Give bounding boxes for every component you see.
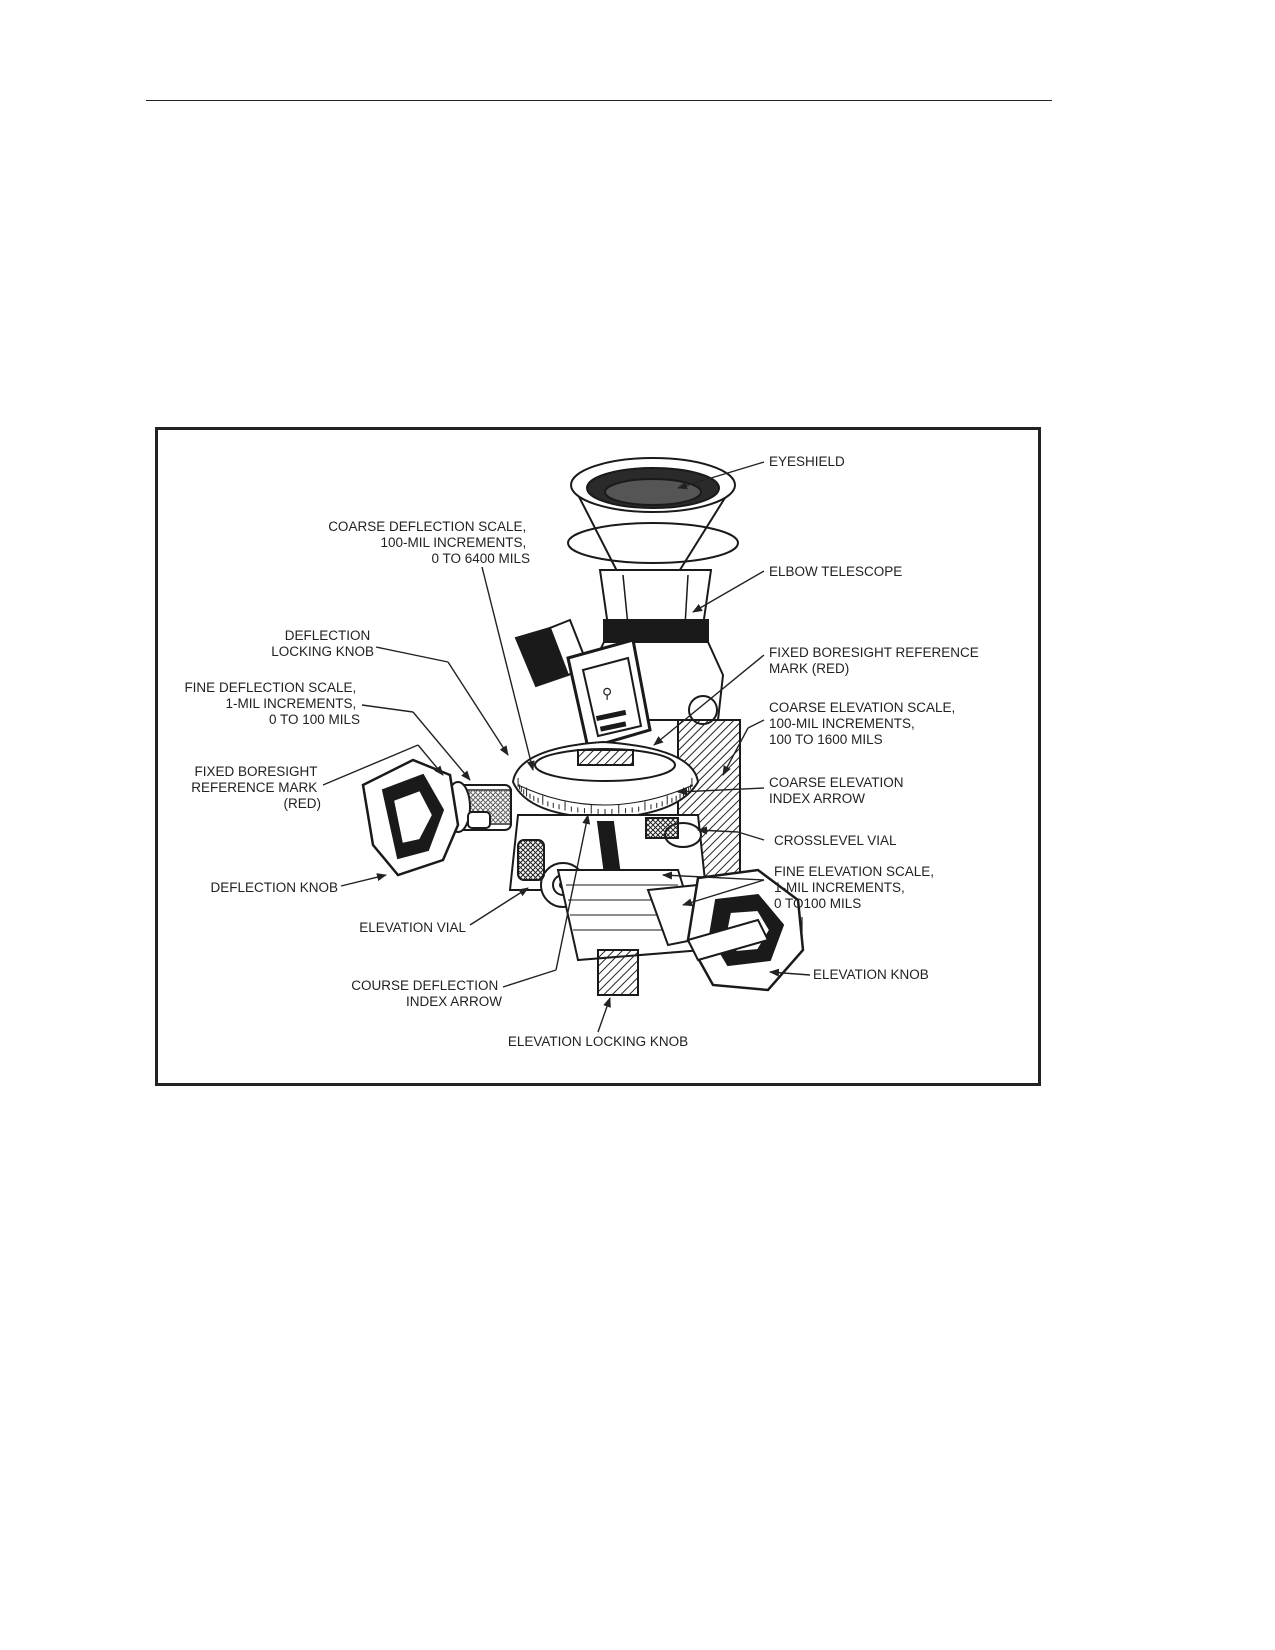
label-fixed-boresight-right: FIXED BORESIGHT REFERENCE MARK (RED) (769, 645, 983, 676)
leader-deflection-locking-knob-b (447, 661, 509, 756)
leader-elevation-locking-knob (597, 997, 611, 1033)
label-fine-deflection-scale: FINE DEFLECTION SCALE, 1-MIL INCREMENTS,… (184, 680, 360, 727)
leader-fixed-boresight-left-a (322, 744, 419, 786)
leader-fine-deflection-scale-a (361, 704, 414, 713)
leader-course-deflection-index-arrow-a (502, 969, 557, 988)
leader-coarse-deflection-scale (481, 566, 535, 771)
leader-deflection-locking-knob-a (375, 646, 449, 663)
svg-text:⚲: ⚲ (602, 685, 612, 701)
leader-fine-elevation-scale-b (682, 879, 765, 907)
label-elevation-knob: ELEVATION KNOB (813, 967, 929, 982)
sight-unit-diagram: ⚲ (184, 454, 983, 1049)
leader-fixed-boresight-right (653, 654, 765, 746)
callout-labels: EYESHIELD ELBOW TELESCOPE COARSE DEFLECT… (184, 454, 983, 1049)
label-elbow-telescope: ELBOW TELESCOPE (769, 564, 902, 579)
leader-fixed-boresight-left-b (417, 744, 444, 776)
label-eyeshield: EYESHIELD (769, 454, 845, 469)
leader-coarse-elevation-scale-a (747, 719, 765, 729)
label-elevation-locking-knob: ELEVATION LOCKING KNOB (508, 1034, 688, 1049)
label-fixed-boresight-left: FIXED BORESIGHT REFERENCE MARK (RED) (191, 764, 321, 811)
leader-coarse-elevation-index-arrow (677, 787, 765, 796)
label-coarse-elevation-index-arrow: COARSE ELEVATION INDEX ARROW (769, 775, 907, 806)
leader-fine-elevation-scale-a (662, 871, 765, 881)
leader-elevation-vial (469, 887, 529, 926)
leader-eyeshield (677, 461, 765, 490)
elevation-assembly (556, 868, 805, 996)
leader-lines (322, 461, 811, 1033)
leader-elevation-knob (769, 968, 811, 977)
label-course-deflection-index-arrow: COURSE DEFLECTION INDEX ARROW (351, 978, 502, 1009)
leader-fine-deflection-scale-b (412, 711, 471, 781)
figure-frame: ⚲ (155, 427, 1041, 1086)
leader-deflection-knob (340, 873, 387, 887)
label-crosslevel-vial: CROSSLEVEL VIAL (774, 833, 897, 848)
label-deflection-locking-knob: DEFLECTION LOCKING KNOB (271, 628, 374, 659)
eyeshield-part (567, 457, 739, 574)
label-deflection-knob: DEFLECTION KNOB (210, 880, 338, 895)
leader-elbow-telescope (692, 570, 765, 613)
label-coarse-deflection-scale: COARSE DEFLECTION SCALE, 100-MIL INCREME… (328, 519, 530, 566)
leader-crosslevel-vial-b (697, 826, 739, 835)
elbow-telescope-part: ⚲ (514, 569, 725, 750)
leader-coarse-elevation-scale-b (722, 727, 749, 776)
deflection-knob-part (361, 758, 512, 877)
leader-crosslevel-vial-a (737, 831, 765, 841)
label-fine-elevation-scale: FINE ELEVATION SCALE, 1-MIL INCREMENTS, … (774, 864, 938, 911)
leader-course-deflection-index-arrow-b (555, 814, 591, 971)
label-elevation-vial: ELEVATION VIAL (359, 920, 466, 935)
sight-illustration: ⚲ (361, 457, 805, 996)
deflection-dial (511, 740, 700, 820)
label-coarse-elevation-scale: COARSE ELEVATION SCALE, 100-MIL INCREMEN… (769, 700, 959, 747)
header-rule (146, 100, 1052, 101)
